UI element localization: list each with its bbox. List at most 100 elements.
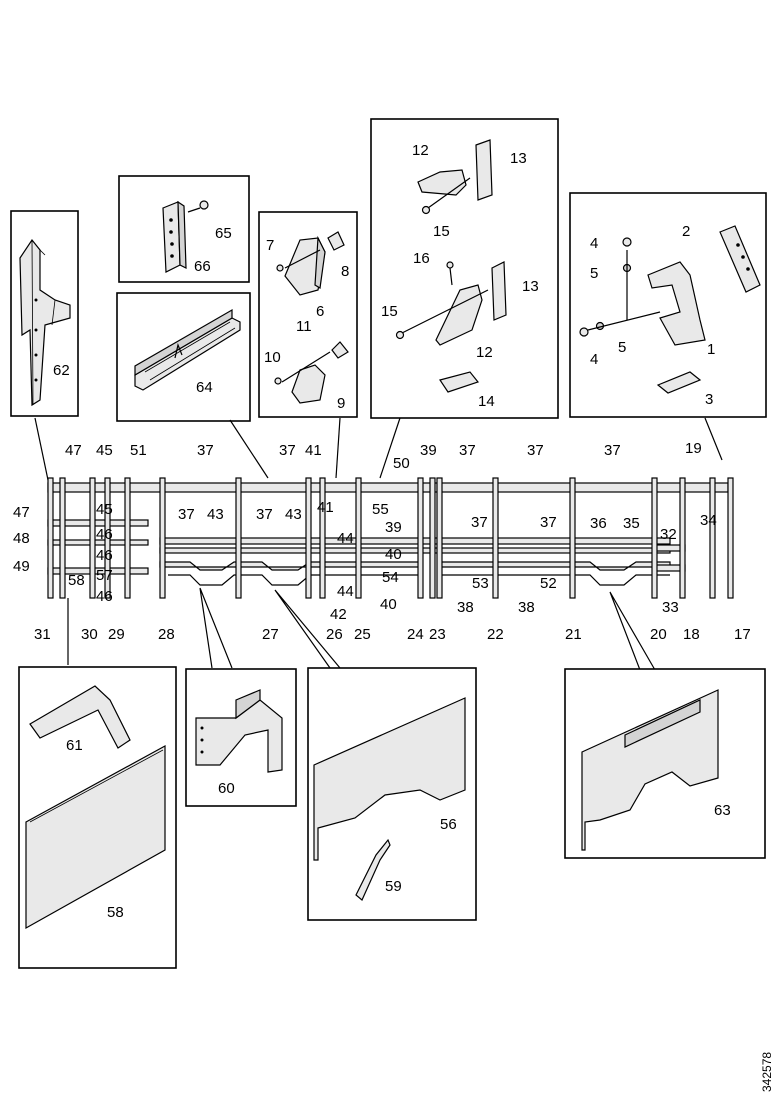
callout-c37a: 37	[197, 442, 214, 459]
callout-c58a: 58	[68, 572, 85, 589]
callout-c14: 14	[478, 393, 495, 410]
callout-c18: 18	[683, 626, 700, 643]
detail-box-62	[10, 210, 79, 417]
callout-c16: 16	[413, 250, 430, 267]
frame-post	[492, 477, 499, 599]
callout-c13b: 13	[522, 278, 539, 295]
detail-box-58-61	[18, 666, 177, 969]
callout-c64: 64	[196, 379, 213, 396]
callout-c43a: 43	[207, 506, 224, 523]
frame-post	[417, 477, 424, 599]
callout-c42: 42	[330, 606, 347, 623]
detail-box-6-11	[258, 211, 358, 418]
callout-c47b: 47	[13, 504, 30, 521]
callout-c32: 32	[660, 526, 677, 543]
callout-c29: 29	[108, 626, 125, 643]
frame-post	[305, 477, 312, 599]
callout-c7: 7	[266, 237, 274, 254]
detail-box-65-66	[118, 175, 250, 283]
callout-c37e: 37	[604, 442, 621, 459]
callout-c59: 59	[385, 878, 402, 895]
frame-post	[319, 477, 326, 599]
callout-c25: 25	[354, 626, 371, 643]
drawing-reference: 342578	[760, 1052, 774, 1092]
callout-c5b: 5	[618, 339, 626, 356]
callout-c22: 22	[487, 626, 504, 643]
callout-c37d: 37	[527, 442, 544, 459]
callout-c15a: 15	[433, 223, 450, 240]
callout-c57: 57	[96, 567, 113, 584]
callout-c5a: 5	[590, 265, 598, 282]
callout-c37f: 37	[178, 506, 195, 523]
callout-c20: 20	[650, 626, 667, 643]
callout-c1: 1	[707, 341, 715, 358]
callout-c49: 49	[13, 558, 30, 575]
callout-c30: 30	[81, 626, 98, 643]
callout-c39b: 39	[385, 519, 402, 536]
callout-c13a: 13	[510, 150, 527, 167]
callout-c23: 23	[429, 626, 446, 643]
callout-c37g: 37	[256, 506, 273, 523]
callout-c61: 61	[66, 737, 83, 754]
callout-c4a: 4	[590, 235, 598, 252]
callout-c4b: 4	[590, 351, 598, 368]
callout-c27: 27	[262, 626, 279, 643]
detail-box-60	[185, 668, 297, 807]
detail-box-56-59	[307, 667, 477, 921]
frame-post	[89, 477, 96, 599]
detail-box-64	[116, 292, 251, 422]
callout-c46b: 46	[96, 547, 113, 564]
callout-c45a: 45	[96, 442, 113, 459]
callout-c47a: 47	[65, 442, 82, 459]
callout-c51: 51	[130, 442, 147, 459]
callout-c52: 52	[540, 575, 557, 592]
leader-lines	[34, 417, 723, 671]
callout-c26: 26	[326, 626, 343, 643]
callout-c46a: 46	[96, 526, 113, 543]
callout-c9: 9	[337, 395, 345, 412]
callout-c43b: 43	[285, 506, 302, 523]
frame-post	[727, 477, 734, 599]
callout-c36: 36	[590, 515, 607, 532]
frame-post	[47, 477, 54, 599]
callout-c34: 34	[700, 512, 717, 529]
callout-c12a: 12	[412, 142, 429, 159]
frame-post	[355, 477, 362, 599]
detail-box-1-5	[569, 192, 767, 418]
frame-post	[679, 477, 686, 599]
callout-c41a: 41	[305, 442, 322, 459]
callout-c50: 50	[393, 455, 410, 472]
callout-c2: 2	[682, 223, 690, 240]
callout-c11: 11	[296, 318, 312, 335]
callout-c48: 48	[13, 530, 30, 547]
callout-c12b: 12	[476, 344, 493, 361]
callout-labels: 1234455678910111212131314151516171819202…	[13, 142, 751, 921]
callout-c65: 65	[215, 225, 232, 242]
frame-post	[709, 477, 716, 599]
callout-c60: 60	[218, 780, 235, 797]
callout-c40b: 40	[380, 596, 397, 613]
callout-c3: 3	[705, 391, 713, 408]
callout-c39a: 39	[420, 442, 437, 459]
frame-post	[429, 477, 436, 599]
callout-c38b: 38	[518, 599, 535, 616]
frame-post	[159, 477, 166, 599]
callout-c37i: 37	[540, 514, 557, 531]
callout-c55: 55	[372, 501, 389, 518]
callout-c44b: 44	[337, 583, 354, 600]
detail-box-63	[564, 668, 766, 859]
frame-post	[124, 477, 131, 599]
callout-c54: 54	[382, 569, 399, 586]
callout-c58b: 58	[107, 904, 124, 921]
callout-c63: 63	[714, 802, 731, 819]
callout-c37c: 37	[459, 442, 476, 459]
callout-c38a: 38	[457, 599, 474, 616]
callout-c37h: 37	[471, 514, 488, 531]
callout-c40a: 40	[385, 546, 402, 563]
callout-c45b: 45	[96, 501, 113, 518]
callout-c46c: 46	[96, 588, 113, 605]
callout-c33: 33	[662, 599, 679, 616]
callout-c8: 8	[341, 263, 349, 280]
callout-c41b: 41	[317, 499, 334, 516]
